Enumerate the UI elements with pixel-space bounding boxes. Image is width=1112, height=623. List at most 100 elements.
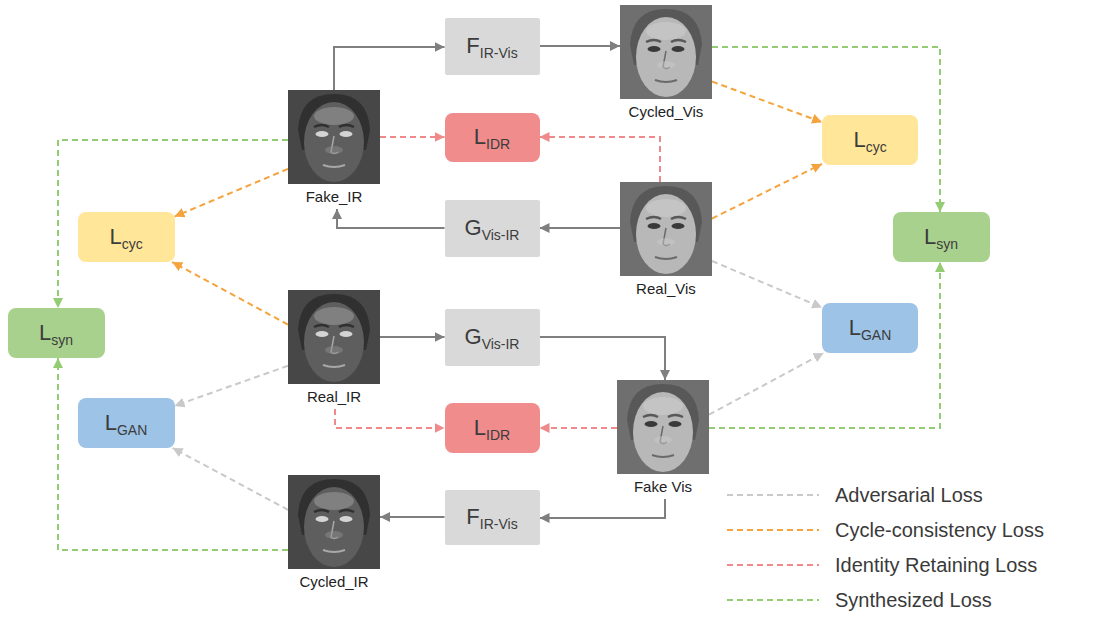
loss-symbol: F: [466, 33, 479, 58]
box-label: GVis-IR: [465, 215, 520, 241]
legend-row: Cycle-consistency Loss: [725, 516, 1044, 544]
loss-symbol: G: [465, 324, 482, 349]
face-picture: [288, 90, 380, 184]
face-image: Cycled_IR: [288, 475, 380, 594]
box-label: Lsyn: [924, 224, 958, 250]
subscript: Vis-IR: [482, 336, 520, 352]
loss-symbol: L: [853, 127, 865, 152]
flow-arrow: [540, 227, 621, 229]
loss-box: Lcyc: [78, 212, 175, 262]
image-caption: Real_Vis: [636, 280, 696, 298]
box-label: GVis-IR: [465, 324, 520, 350]
loss-connector: [380, 136, 445, 138]
loss-connector: [540, 427, 618, 429]
loss-symbol: L: [474, 415, 486, 440]
image-caption: Cycled_IR: [299, 573, 368, 591]
face-image: Cycled_Vis: [620, 5, 712, 124]
face-image: Fake Vis: [617, 380, 709, 499]
subscript: cyc: [122, 236, 143, 252]
loss-box: Lcyc: [822, 115, 918, 165]
subscript: GAN: [117, 422, 147, 438]
box-label: LIDR: [474, 124, 510, 150]
box-label: FIR-Vis: [466, 33, 517, 59]
face-image: Real_IR: [288, 290, 380, 409]
legend-line-sample: [727, 599, 819, 601]
loss-symbol: G: [465, 215, 482, 240]
image-caption: Fake_IR: [306, 188, 363, 206]
legend-row: Synthesized Loss: [725, 586, 992, 614]
face-image: Fake_IR: [288, 90, 380, 209]
loss-connector: [58, 358, 288, 550]
loss-symbol: L: [105, 410, 117, 435]
subscript: syn: [936, 236, 958, 252]
loss-box: FIR-Vis: [445, 490, 540, 545]
image-caption: Fake Vis: [634, 478, 692, 496]
face-picture: [288, 290, 380, 384]
legend-text: Identity Retaining Loss: [835, 554, 1037, 577]
loss-symbol: F: [466, 504, 479, 529]
loss-connector: [540, 137, 661, 182]
subscript: Vis-IR: [482, 227, 520, 243]
loss-connector: [175, 366, 289, 406]
flow-arrow: [540, 337, 666, 380]
legend-line-sample: [727, 529, 819, 531]
face-picture: [617, 380, 709, 474]
loss-box: FIR-Vis: [445, 18, 540, 75]
loss-connector: [712, 47, 940, 212]
loss-box: Lsyn: [8, 308, 105, 358]
loss-symbol: L: [39, 320, 51, 345]
face-picture: [620, 182, 712, 276]
legend-line: [725, 560, 821, 570]
loss-connector: [173, 448, 288, 510]
face-image: Real_Vis: [620, 182, 712, 301]
subscript: syn: [51, 332, 73, 348]
loss-connector: [712, 261, 822, 308]
loss-connector: [709, 262, 940, 428]
image-caption: Cycled_Vis: [629, 103, 704, 121]
face-picture: [620, 5, 712, 99]
legend-line-sample: [727, 564, 819, 566]
legend-line: [725, 595, 821, 605]
loss-box: LGAN: [78, 398, 175, 448]
face-frame: [620, 182, 712, 276]
legend-line-sample: [727, 494, 819, 496]
loss-connector: [172, 262, 288, 325]
loss-connector: [335, 409, 445, 428]
loss-box: Lsyn: [893, 212, 990, 262]
flow-arrow: [337, 209, 445, 228]
image-caption: Real_IR: [307, 388, 361, 406]
box-label: FIR-Vis: [466, 504, 517, 530]
face-frame: [620, 5, 712, 99]
box-label: Lcyc: [109, 224, 142, 250]
loss-symbol: L: [924, 224, 936, 249]
subscript: cyc: [866, 139, 887, 155]
box-label: LGAN: [105, 410, 148, 436]
legend-text: Synthesized Loss: [835, 589, 992, 612]
subscript: IR-Vis: [480, 45, 518, 61]
loss-connector: [175, 169, 289, 217]
loss-symbol: L: [849, 315, 861, 340]
legend-line: [725, 490, 821, 500]
face-picture: [288, 475, 380, 569]
subscript: IDR: [486, 427, 510, 443]
box-label: Lcyc: [853, 127, 886, 153]
face-frame: [288, 475, 380, 569]
legend-text: Adversarial Loss: [835, 484, 983, 507]
flow-arrow: [540, 499, 666, 518]
loss-connector: [709, 353, 824, 415]
face-frame: [288, 290, 380, 384]
box-label: LIDR: [474, 415, 510, 441]
loss-connector: [712, 164, 822, 219]
loss-connector: [58, 140, 288, 308]
box-label: LGAN: [849, 315, 892, 341]
loss-box: GVis-IR: [445, 200, 540, 257]
face-frame: [288, 90, 380, 184]
legend-line: [725, 525, 821, 535]
loss-connector: [712, 82, 822, 123]
loss-box: LIDR: [445, 113, 540, 162]
flow-arrow: [380, 336, 445, 338]
box-label: Lsyn: [39, 320, 73, 346]
subscript: GAN: [861, 327, 891, 343]
loss-symbol: L: [109, 224, 121, 249]
